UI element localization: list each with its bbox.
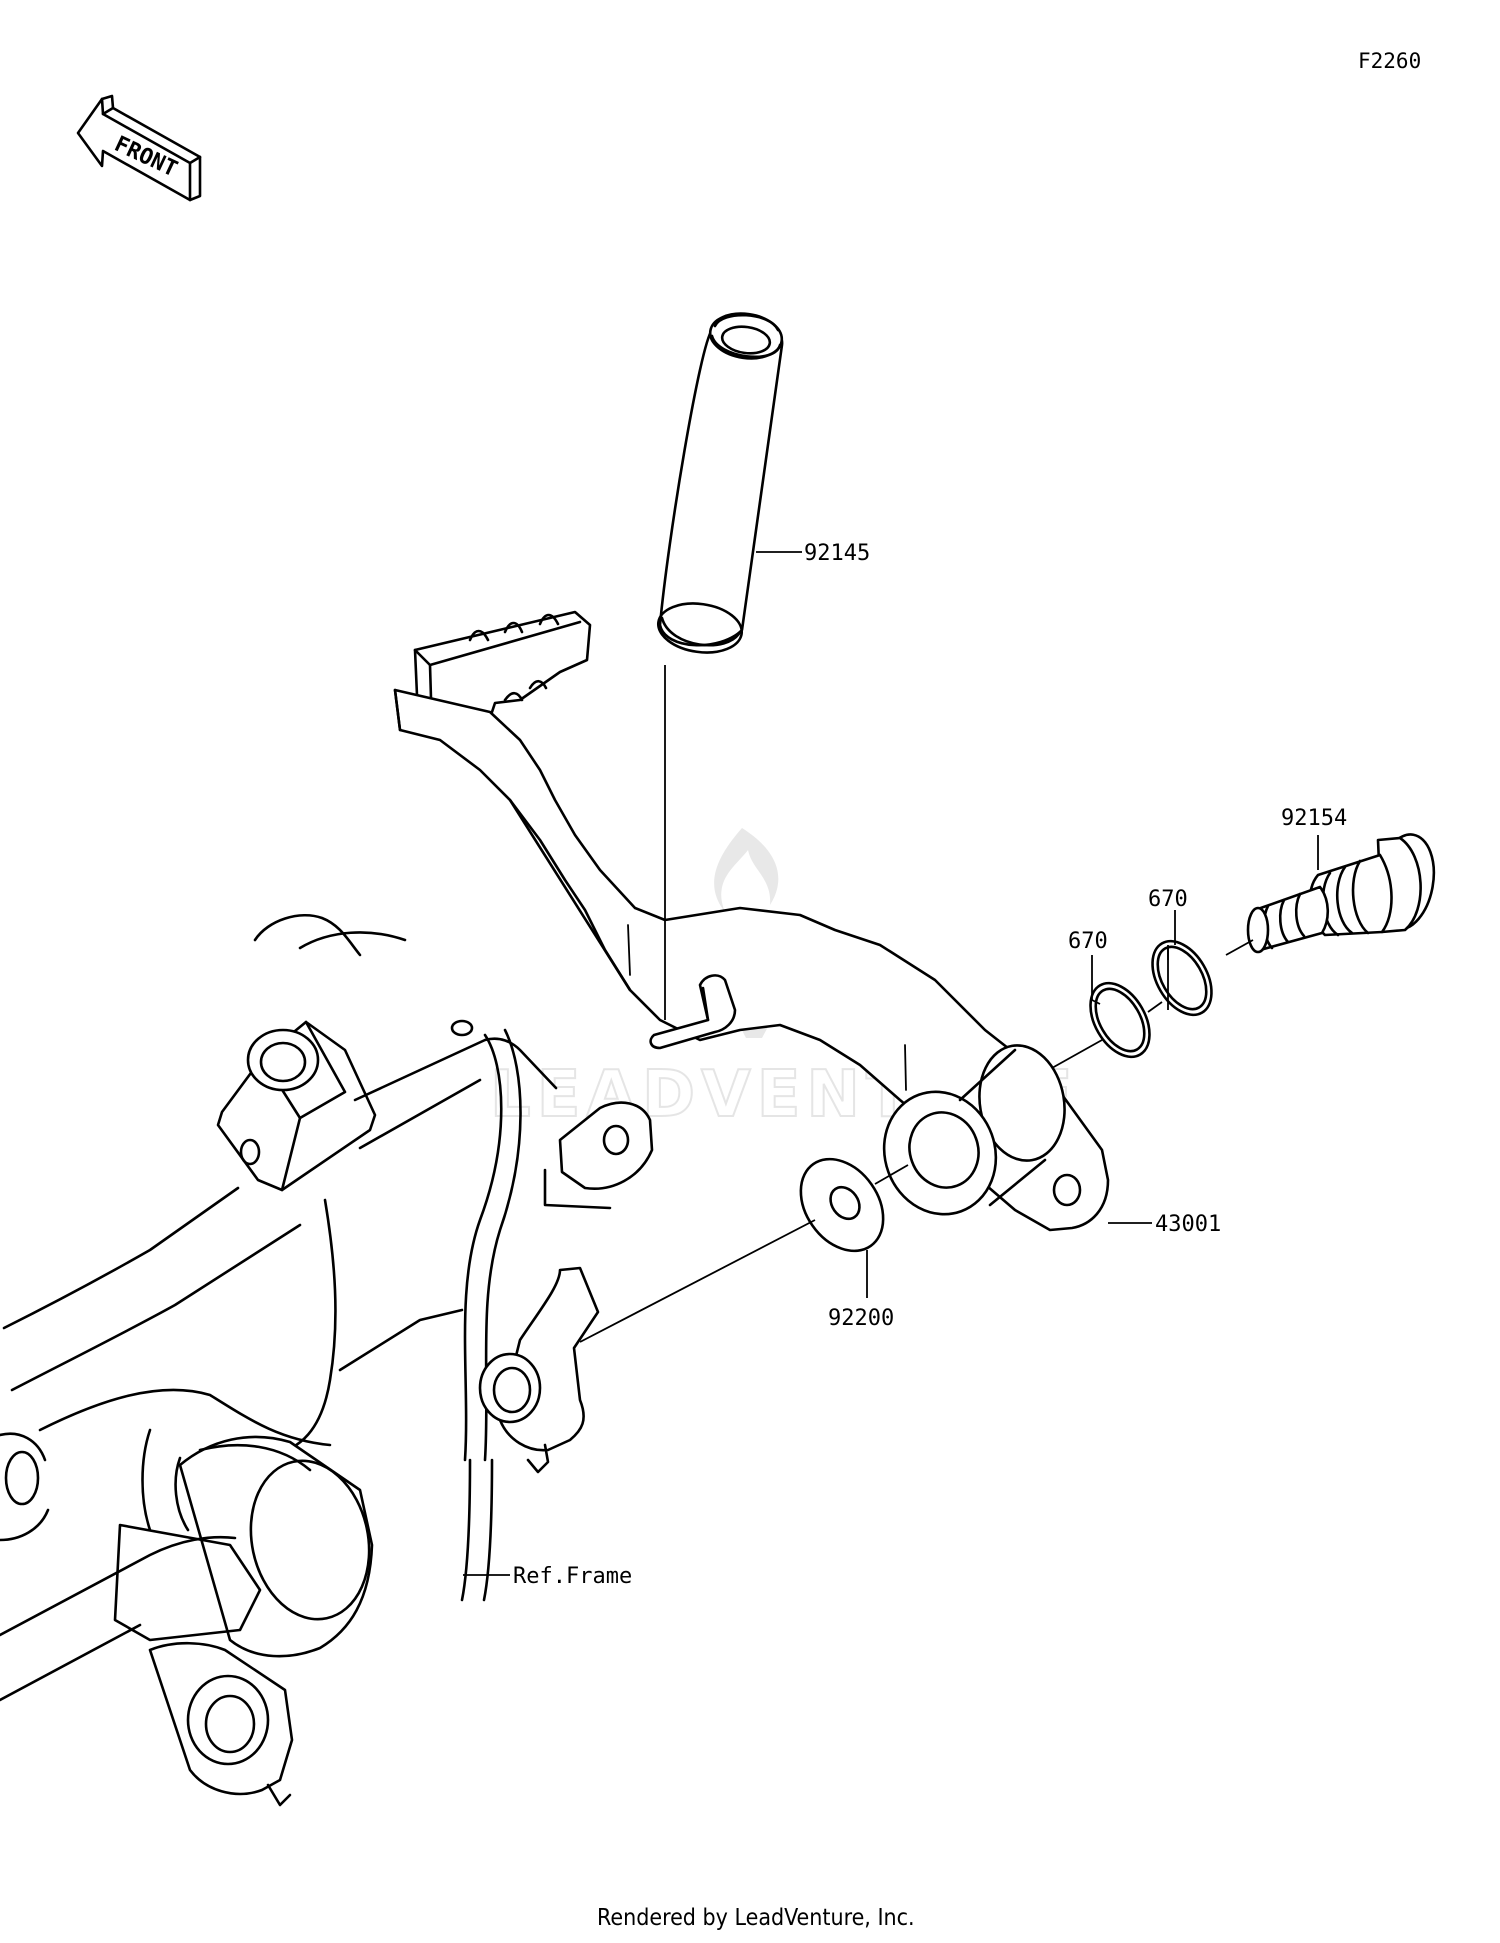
washer-drawing [799, 1157, 885, 1253]
callout-labels: 92145 92154 670 670 43001 92200 Ref.Fram… [513, 541, 1347, 1589]
callout-92154[interactable]: 92154 [1281, 806, 1347, 831]
callout-92200[interactable]: 92200 [828, 1306, 894, 1331]
brake-pedal-drawing [393, 610, 1110, 1232]
callout-ref-frame[interactable]: Ref.Frame [513, 1564, 632, 1589]
callout-43001[interactable]: 43001 [1155, 1212, 1221, 1237]
frame-drawing [0, 913, 654, 1807]
callout-92145[interactable]: 92145 [804, 541, 870, 566]
footer-credit: Rendered by LeadVenture, Inc. [597, 1905, 915, 1931]
bolt-drawing [1246, 833, 1436, 954]
callout-leaders [463, 551, 1319, 1576]
callout-670-inner[interactable]: 670 [1068, 929, 1108, 954]
o-ring-outer-drawing [1151, 939, 1213, 1017]
front-arrow-icon: FRONT [76, 94, 202, 202]
diagram-id: F2260 [1358, 49, 1421, 73]
callout-670-outer[interactable]: 670 [1148, 887, 1188, 912]
assembly-lines [579, 665, 1254, 1343]
o-ring-inner-drawing [1089, 981, 1151, 1059]
spring-drawing [656, 312, 784, 654]
